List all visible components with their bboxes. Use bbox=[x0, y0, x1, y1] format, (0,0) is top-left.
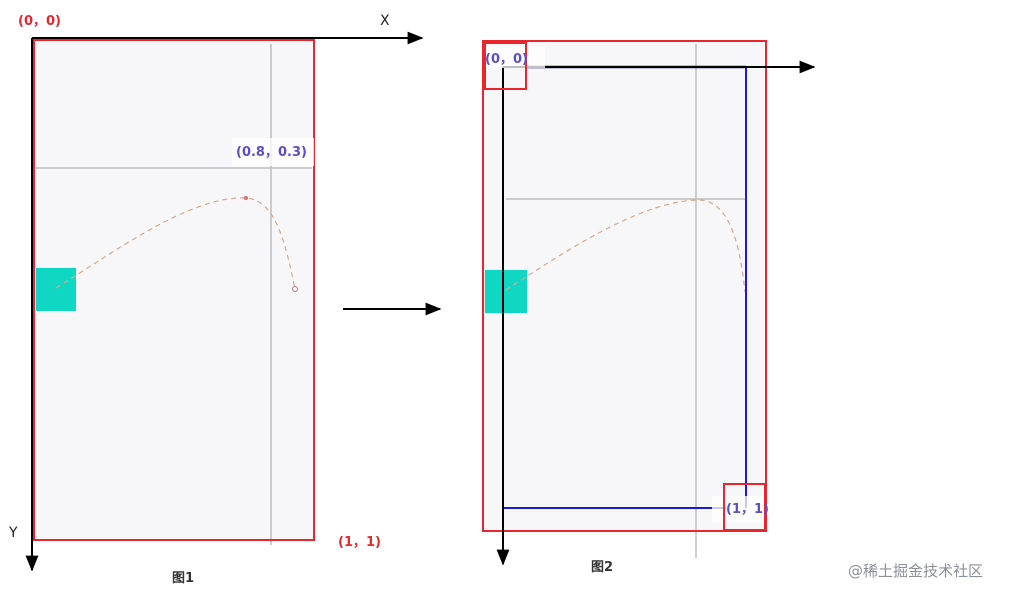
figure-2: (0，0) (1，1) 图2 bbox=[482, 40, 816, 575]
fig2-motion-curve bbox=[505, 199, 746, 293]
fig1-curve-peak-dot bbox=[244, 196, 248, 200]
fig1-motion-curve bbox=[55, 197, 296, 290]
fig1-point-label: (0.8，0.3) bbox=[236, 145, 307, 160]
fig1-panel bbox=[34, 40, 314, 540]
fig1-origin-label: (0，0) bbox=[18, 14, 61, 29]
fig2-end-label: (1，1) bbox=[726, 502, 769, 517]
fig2-panel bbox=[484, 42, 766, 530]
figure-1: (0，0) X Y (0.8，0.3) (1，1) 图1 bbox=[8, 13, 424, 586]
fig2-caption: 图2 bbox=[591, 560, 613, 575]
fig1-curve-end-dot bbox=[292, 286, 298, 292]
fig1-point-label-bg bbox=[232, 138, 314, 166]
fig2-frame bbox=[482, 40, 767, 532]
fig2-end-box bbox=[723, 483, 766, 531]
fig2-origin-box bbox=[484, 42, 527, 90]
fig2-origin-label: (0，0) bbox=[485, 52, 528, 67]
fig2-cyan-box bbox=[485, 270, 527, 313]
watermark: @稀土掘金技术社区 bbox=[848, 562, 983, 580]
fig2-origin-bg bbox=[485, 46, 545, 68]
fig1-cyan-box bbox=[36, 268, 76, 311]
fig1-caption: 图1 bbox=[172, 571, 194, 586]
fig1-end-label: (1，1) bbox=[338, 535, 381, 550]
fig1-frame bbox=[33, 39, 315, 541]
fig1-x-axis-label: X bbox=[380, 13, 390, 29]
fig1-y-axis-label: Y bbox=[8, 525, 18, 541]
fig2-end-bg bbox=[712, 496, 765, 522]
